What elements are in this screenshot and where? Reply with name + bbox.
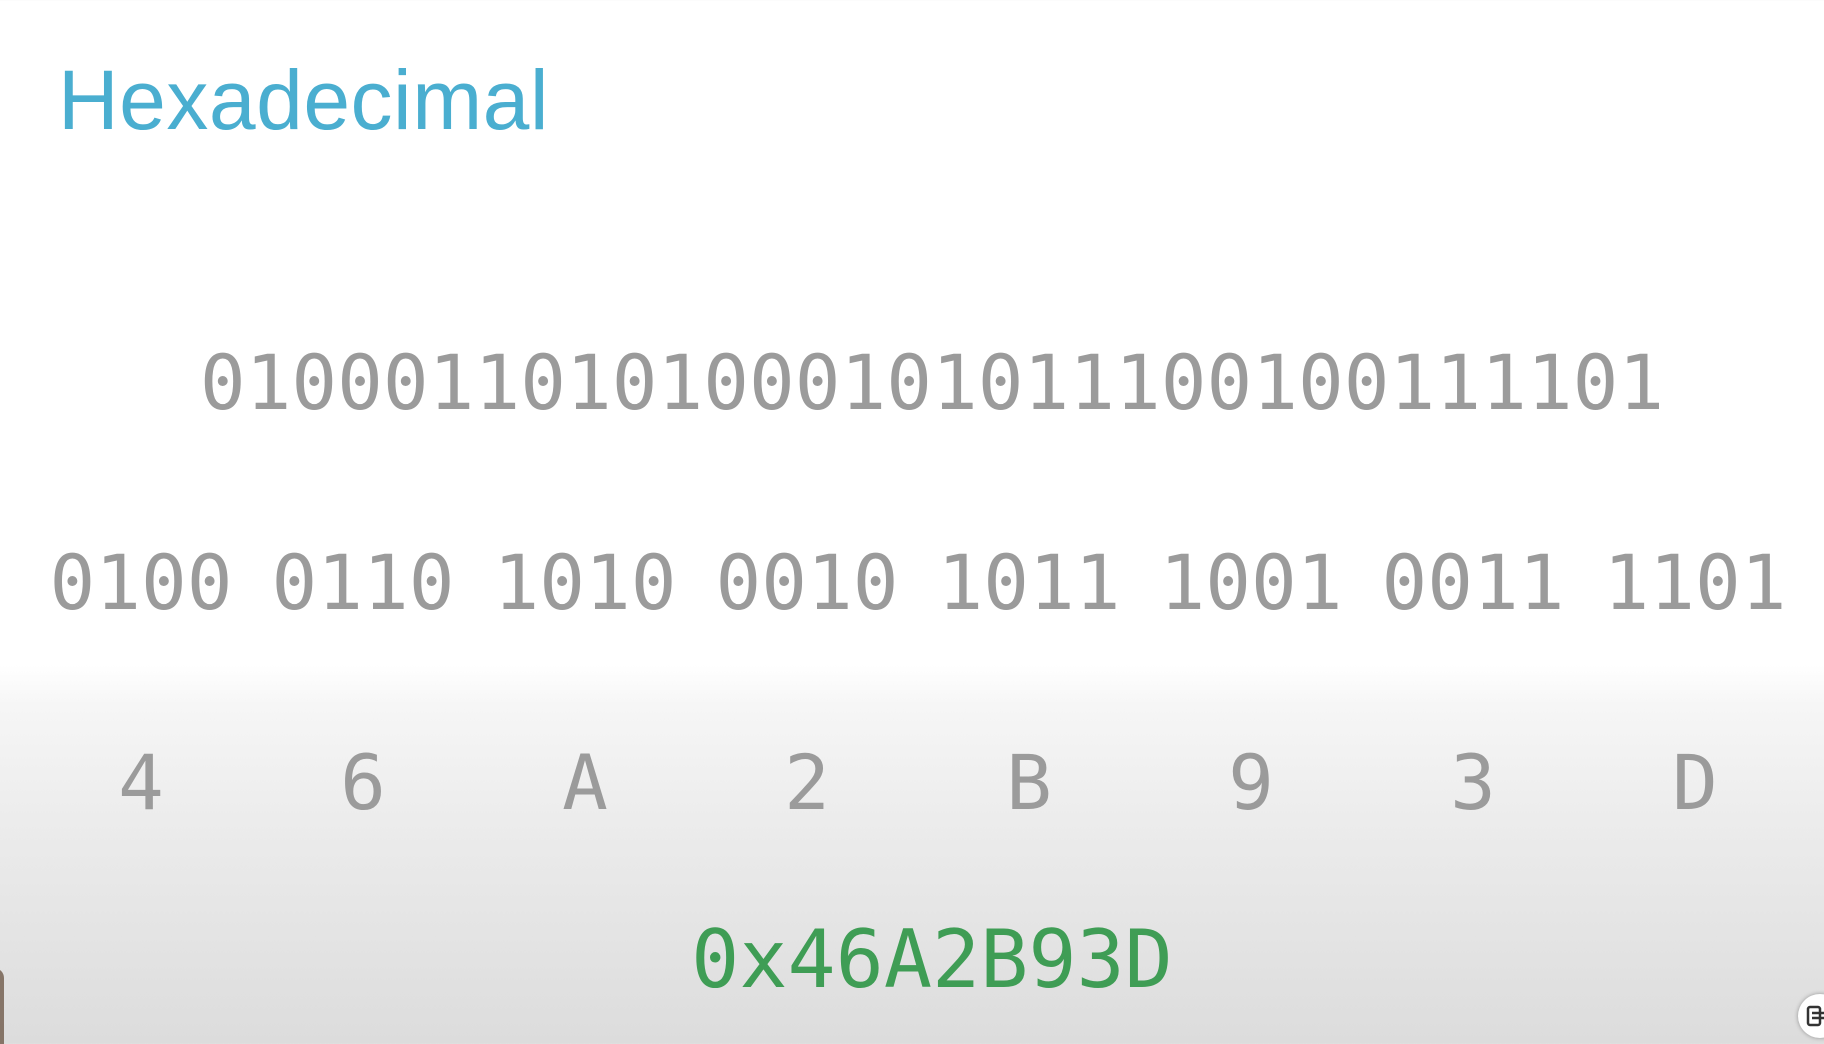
hex-result: 0x46A2B93D	[691, 913, 1173, 1006]
hex-digit: 3	[1450, 738, 1496, 827]
hex-digit: 4	[118, 738, 164, 827]
hex-digit: 6	[340, 738, 386, 827]
nibble-group: 0010	[715, 538, 899, 627]
presenter-edge	[0, 968, 4, 1044]
hex-digit: A	[562, 738, 608, 827]
nibble-group: 0100	[49, 538, 233, 627]
binary-number: 01000110101000101011100100111101	[199, 338, 1665, 427]
nibble-group: 1010	[493, 538, 677, 627]
hex-digit: D	[1672, 738, 1718, 827]
nibble-group: 0011	[1381, 538, 1565, 627]
hex-digit-row: 4 6 A 2 B 9 3 D	[30, 735, 1806, 831]
hex-digit: 9	[1228, 738, 1274, 827]
hex-digit: 2	[784, 738, 830, 827]
nibble-group: 0110	[271, 538, 455, 627]
slide-title: Hexadecimal	[58, 53, 550, 147]
nibble-group: 1001	[1159, 538, 1343, 627]
nibble-group: 1101	[1603, 538, 1787, 627]
nibble-row: 0100 0110 1010 0010 1011 1001 0011 1101	[30, 535, 1806, 631]
hex-digit: B	[1006, 738, 1052, 827]
nibble-group: 1011	[937, 538, 1121, 627]
